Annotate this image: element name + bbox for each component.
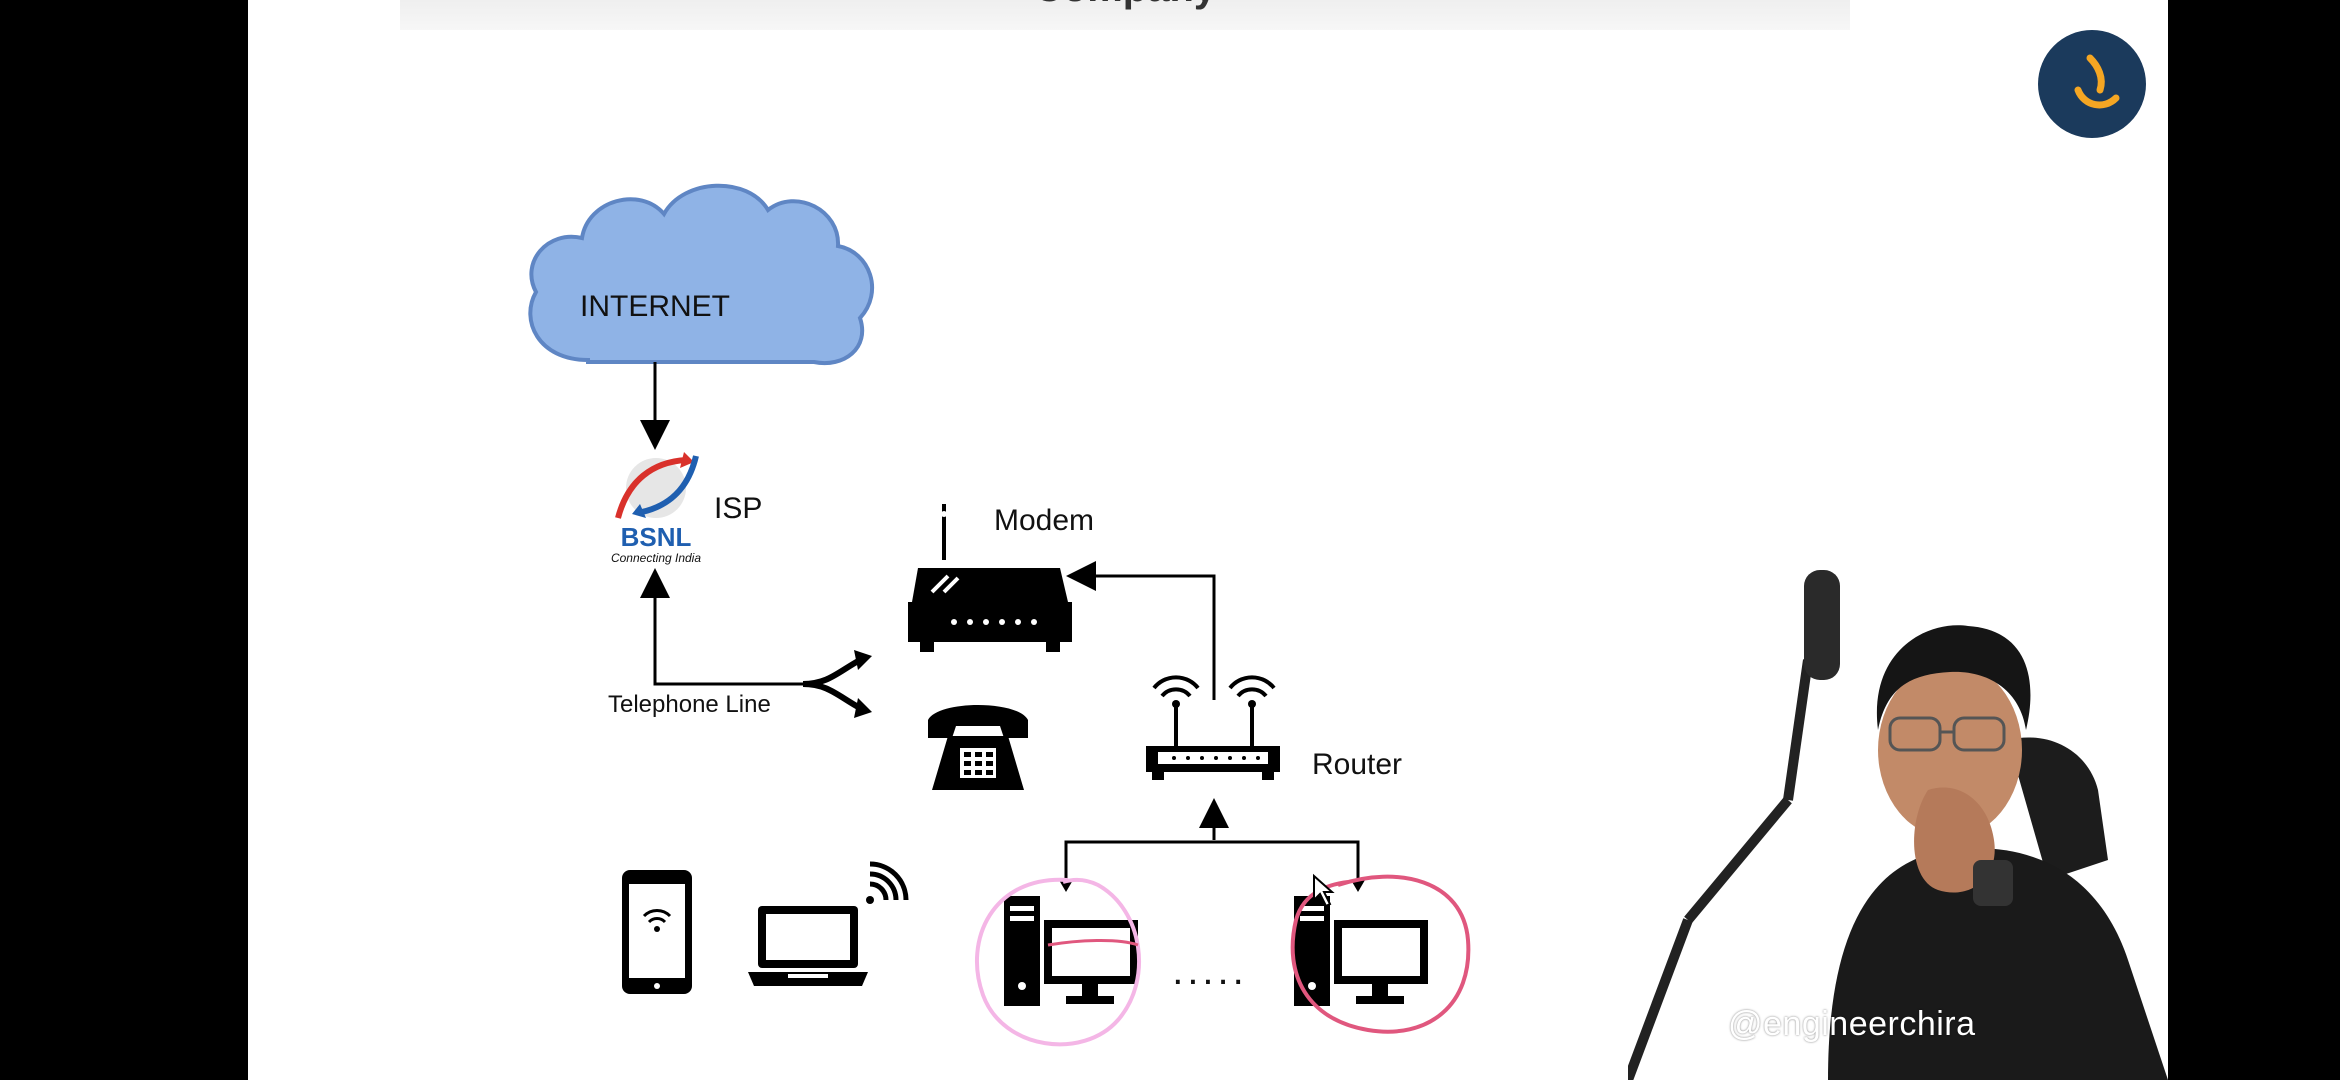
isp-label: ISP xyxy=(714,492,762,525)
more-computers-ellipsis: ..... xyxy=(1172,949,1248,993)
channel-logo-icon xyxy=(2038,30,2146,138)
presenter-video xyxy=(1628,560,2168,1080)
bsnl-brand-text: BSNL xyxy=(621,522,692,552)
bsnl-tagline: Connecting India xyxy=(611,551,701,565)
splitter-icon xyxy=(802,650,872,718)
telephone-line-arrow xyxy=(640,568,808,686)
router-modem-arrow xyxy=(1066,561,1216,700)
title-bar: Company xyxy=(400,0,1850,30)
laptop-icon xyxy=(748,906,868,986)
router-pcs-branch xyxy=(1064,840,1360,886)
network-diagram: INTERNET BSNL Connecting India ISP Telep… xyxy=(528,183,1471,1047)
modem-label: Modem xyxy=(994,504,1094,537)
desktop-computer-2-icon xyxy=(1294,896,1428,1006)
telephone-icon xyxy=(928,705,1028,790)
wifi-signal-icon xyxy=(866,861,909,904)
router-label: Router xyxy=(1312,748,1402,781)
slide: Company INTERNET BSNL Connecting India I… xyxy=(248,0,2168,1080)
desktop-computer-1-icon xyxy=(1004,896,1138,1006)
internet-label: INTERNET xyxy=(580,290,730,323)
pc1-highlight-circle xyxy=(974,877,1141,1047)
channel-watermark: @engineerchira xyxy=(1728,1005,1976,1043)
pc1-arrowhead xyxy=(1059,880,1073,892)
mobile-phone-icon xyxy=(622,870,692,994)
pc2-highlight-circle xyxy=(1290,874,1471,1034)
router-icon xyxy=(1146,675,1280,780)
modem-icon xyxy=(908,504,1072,652)
slide-title: Company xyxy=(400,0,1850,11)
pc2-arrowhead xyxy=(1351,880,1365,892)
telephone-line-label: Telephone Line xyxy=(608,691,771,718)
cursor-icon xyxy=(1313,873,1335,908)
bsnl-logo-icon xyxy=(615,452,699,519)
internet-cloud-icon xyxy=(528,183,875,366)
